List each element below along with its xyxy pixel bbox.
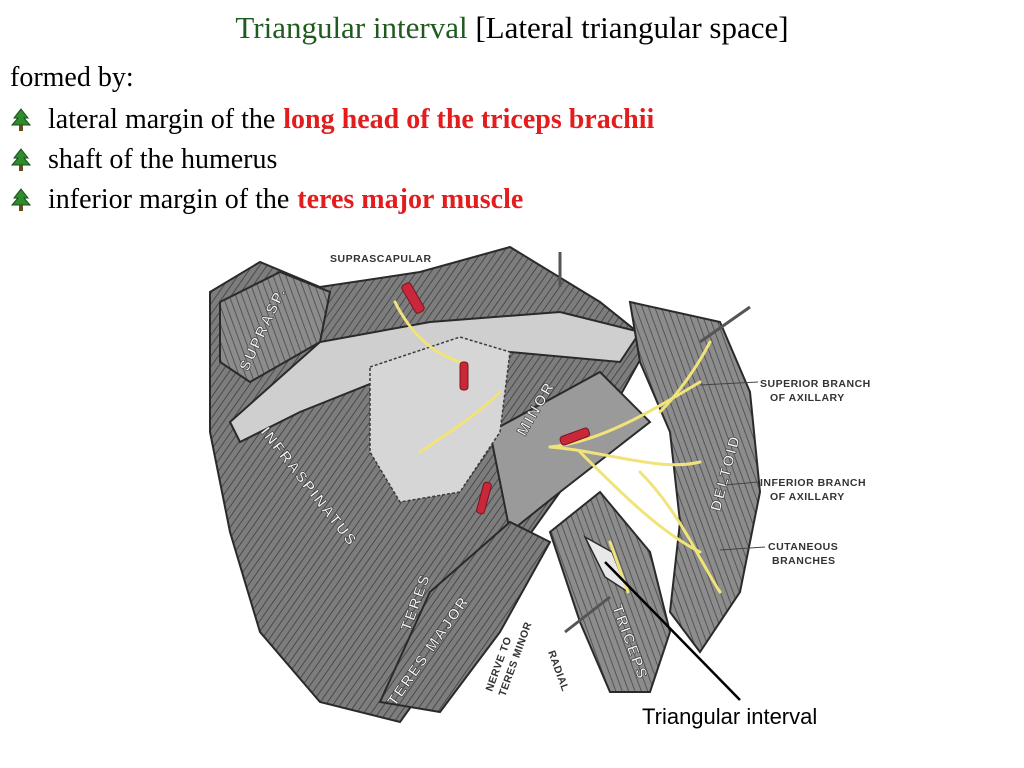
teres-minor-muscle xyxy=(488,370,652,534)
label-triangular-interval: Triangular interval xyxy=(642,704,817,729)
bullet-highlight-3: teres major muscle xyxy=(297,184,524,215)
bullet-list: lateral margin of the long head of the t… xyxy=(8,100,654,220)
bullet-item-3: inferior margin of the teres major muscl… xyxy=(8,180,654,220)
anatomy-illustration: SUPRASP. INFRASPINATUS MINOR TERES TERES… xyxy=(209,245,871,729)
scapula-bone-window xyxy=(369,336,511,503)
label-suprascapular: SUPRASCAPULAR xyxy=(330,253,432,265)
label-superior-branch-1: SUPERIOR BRANCH xyxy=(760,378,871,390)
intro-text: formed by: xyxy=(10,62,134,93)
teres-major-muscle xyxy=(378,520,552,714)
bullet-highlight-1: long head of the triceps brachii xyxy=(283,104,655,135)
tree-icon xyxy=(10,148,32,171)
bullet-item-1: lateral margin of the long head of the t… xyxy=(8,100,654,140)
supraspinatus-muscle xyxy=(219,270,332,384)
arteries xyxy=(401,282,591,515)
bullet-text-1: lateral margin of the xyxy=(48,104,276,135)
bullet-text-2: shaft of the humerus xyxy=(48,144,278,175)
label-superior-branch-2: OF AXILLARY xyxy=(770,392,845,404)
label-inferior-branch-2: OF AXILLARY xyxy=(770,491,845,503)
tree-icon xyxy=(10,108,32,131)
interval-pointer xyxy=(604,561,741,701)
pins xyxy=(558,252,751,634)
triceps-muscle xyxy=(548,490,672,693)
label-radial: RADIAL xyxy=(545,649,571,693)
tree-icon xyxy=(10,188,32,211)
label-cutaneous-1: CUTANEOUS xyxy=(768,541,838,553)
label-cutaneous-2: BRANCHES xyxy=(772,555,836,567)
title-sub: [Lateral triangular space] xyxy=(475,10,789,45)
bullet-text-3: inferior margin of the xyxy=(48,184,290,215)
label-inferior-branch-1: INFERIOR BRANCH xyxy=(760,477,866,489)
scapular-spine xyxy=(228,310,642,444)
bullet-item-2: shaft of the humerus xyxy=(8,140,654,180)
deltoid-muscle xyxy=(628,300,762,654)
slide-title: Triangular interval [Lateral triangular … xyxy=(0,8,1024,48)
title-main: Triangular interval xyxy=(235,10,468,45)
